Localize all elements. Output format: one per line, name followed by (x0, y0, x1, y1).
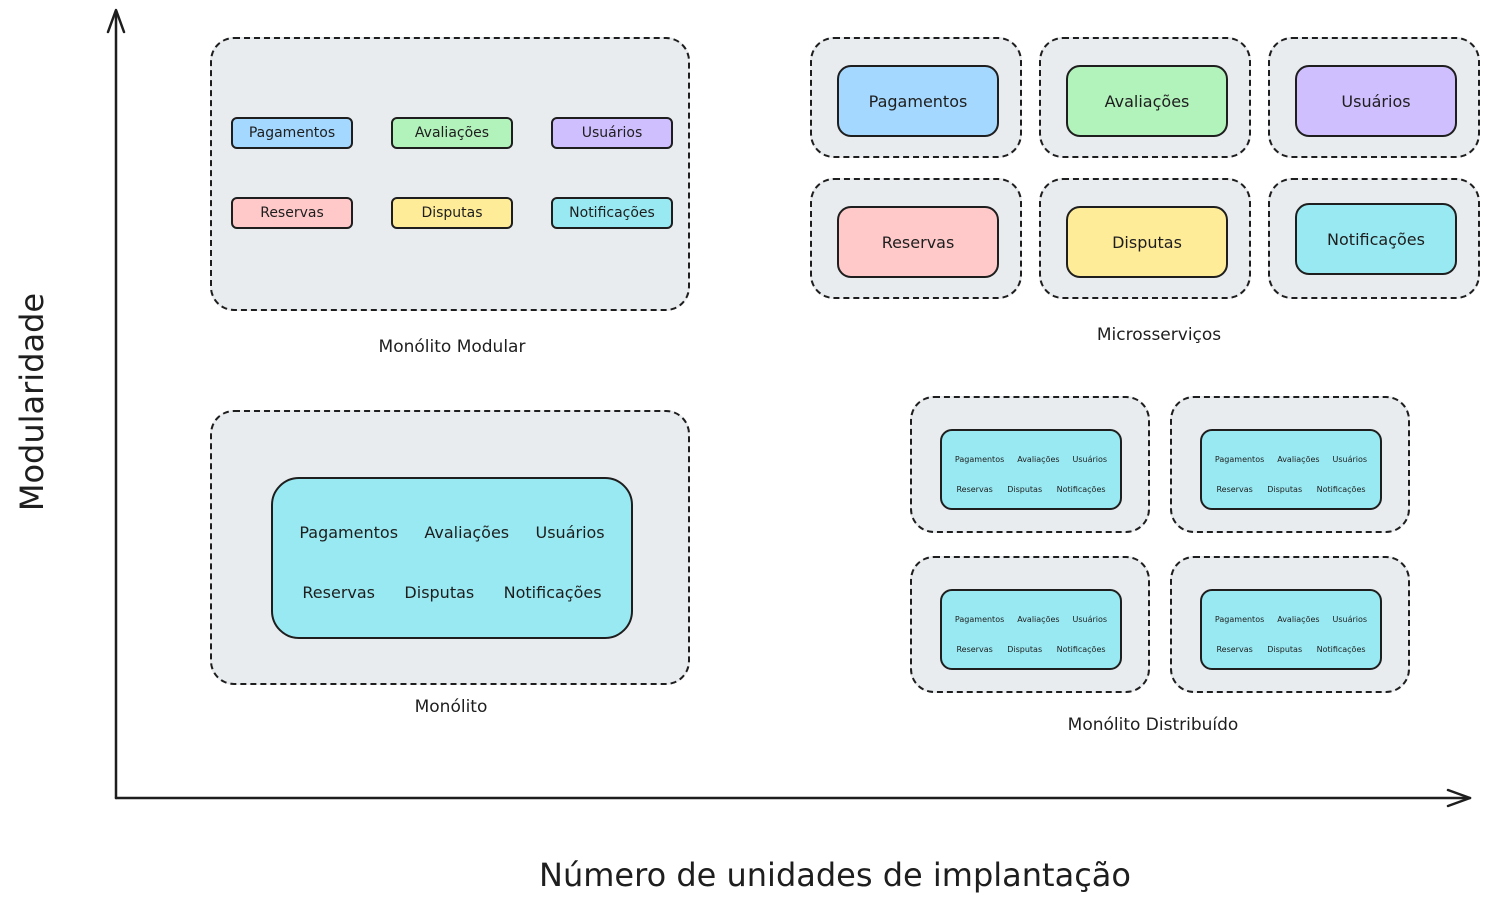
module-reservas: Reservas (956, 645, 993, 654)
label-monolito-distribuido: Monólito Distribuído (1067, 715, 1239, 735)
module-usuarios: Usuários (535, 523, 605, 542)
module-usuarios: Usuários (1295, 65, 1457, 137)
x-axis-title: Número de unidades de implantação (539, 856, 1131, 894)
deployment-unit: Pagamentos Avaliações Usuários Reservas … (940, 589, 1122, 670)
deployment-unit: Pagamentos Avaliações Usuários Reservas … (271, 477, 633, 639)
module-avaliacoes: Avaliações (1017, 455, 1060, 464)
module-row: Reservas Disputas Notificações (273, 583, 631, 602)
module-avaliacoes: Avaliações (391, 117, 513, 149)
module-row: Reservas Disputas Notificações (1202, 485, 1380, 494)
module-avaliacoes: Avaliações (1066, 65, 1228, 137)
module-pagamentos: Pagamentos (1214, 615, 1265, 624)
module-notificacoes: Notificações (1056, 485, 1106, 494)
module-disputas: Disputas (1267, 645, 1303, 654)
module-avaliacoes: Avaliações (1277, 615, 1320, 624)
module-reservas: Reservas (956, 485, 993, 494)
module-row: Reservas Disputas Notificações (1202, 645, 1380, 654)
y-axis-arrowhead (106, 8, 126, 34)
module-avaliacoes: Avaliações (1277, 455, 1320, 464)
module-usuarios: Usuários (1072, 455, 1108, 464)
module-usuarios: Usuários (551, 117, 673, 149)
distributed-monolith-container: Pagamentos Avaliações Usuários Reservas … (910, 556, 1150, 693)
deployment-unit: Pagamentos Avaliações Usuários Reservas … (1200, 429, 1382, 510)
x-axis-arrowhead (1446, 788, 1472, 808)
module-pagamentos: Pagamentos (837, 65, 999, 137)
label-monolito-modular: Monólito Modular (378, 337, 526, 357)
module-reservas: Reservas (837, 206, 999, 278)
module-usuarios: Usuários (1072, 615, 1108, 624)
module-reservas: Reservas (231, 197, 353, 229)
y-axis-title: Modularidade (13, 292, 51, 512)
module-row: Pagamentos Avaliações Usuários (942, 455, 1120, 464)
label-microsservicos: Microsserviços (1096, 325, 1222, 345)
module-pagamentos: Pagamentos (1214, 455, 1265, 464)
module-notificacoes: Notificações (551, 197, 673, 229)
distributed-monolith-container: Pagamentos Avaliações Usuários Reservas … (1170, 396, 1410, 533)
monolito-container: Pagamentos Avaliações Usuários Reservas … (210, 410, 690, 685)
module-pagamentos: Pagamentos (231, 117, 353, 149)
module-reservas: Reservas (1216, 485, 1253, 494)
microsservico-container: Usuários (1268, 37, 1480, 158)
module-row: Reservas Disputas Notificações (942, 645, 1120, 654)
distributed-monolith-container: Pagamentos Avaliações Usuários Reservas … (910, 396, 1150, 533)
module-disputas: Disputas (1007, 485, 1043, 494)
module-avaliacoes: Avaliações (424, 523, 510, 542)
module-pagamentos: Pagamentos (954, 615, 1005, 624)
module-disputas: Disputas (1066, 206, 1228, 278)
module-pagamentos: Pagamentos (299, 523, 399, 542)
microsservico-container: Avaliações (1039, 37, 1251, 158)
module-row: Pagamentos Avaliações Usuários (1202, 615, 1380, 624)
module-row: Pagamentos Avaliações Usuários (1202, 455, 1380, 464)
distributed-monolith-container: Pagamentos Avaliações Usuários Reservas … (1170, 556, 1410, 693)
module-disputas: Disputas (391, 197, 513, 229)
microsservico-container: Reservas (810, 178, 1022, 299)
module-usuarios: Usuários (1332, 615, 1368, 624)
module-reservas: Reservas (302, 583, 376, 602)
module-pagamentos: Pagamentos (954, 455, 1005, 464)
monolito-modular-container: Pagamentos Avaliações Usuários Reservas … (210, 37, 690, 311)
module-usuarios: Usuários (1332, 455, 1368, 464)
module-disputas: Disputas (404, 583, 475, 602)
module-notificacoes: Notificações (1316, 645, 1366, 654)
deployment-unit: Pagamentos Avaliações Usuários Reservas … (1200, 589, 1382, 670)
module-disputas: Disputas (1267, 485, 1303, 494)
module-notificacoes: Notificações (1056, 645, 1106, 654)
module-notificacoes: Notificações (1295, 203, 1457, 275)
module-reservas: Reservas (1216, 645, 1253, 654)
module-notificacoes: Notificações (503, 583, 602, 602)
microsservico-container: Disputas (1039, 178, 1251, 299)
module-row: Pagamentos Avaliações Usuários (273, 523, 631, 542)
module-row: Pagamentos Avaliações Usuários (942, 615, 1120, 624)
module-avaliacoes: Avaliações (1017, 615, 1060, 624)
label-monolito: Monólito (414, 697, 488, 717)
deployment-unit: Pagamentos Avaliações Usuários Reservas … (940, 429, 1122, 510)
module-disputas: Disputas (1007, 645, 1043, 654)
module-row: Reservas Disputas Notificações (942, 485, 1120, 494)
microsservico-container: Pagamentos (810, 37, 1022, 158)
module-notificacoes: Notificações (1316, 485, 1366, 494)
microsservico-container: Notificações (1268, 178, 1480, 299)
